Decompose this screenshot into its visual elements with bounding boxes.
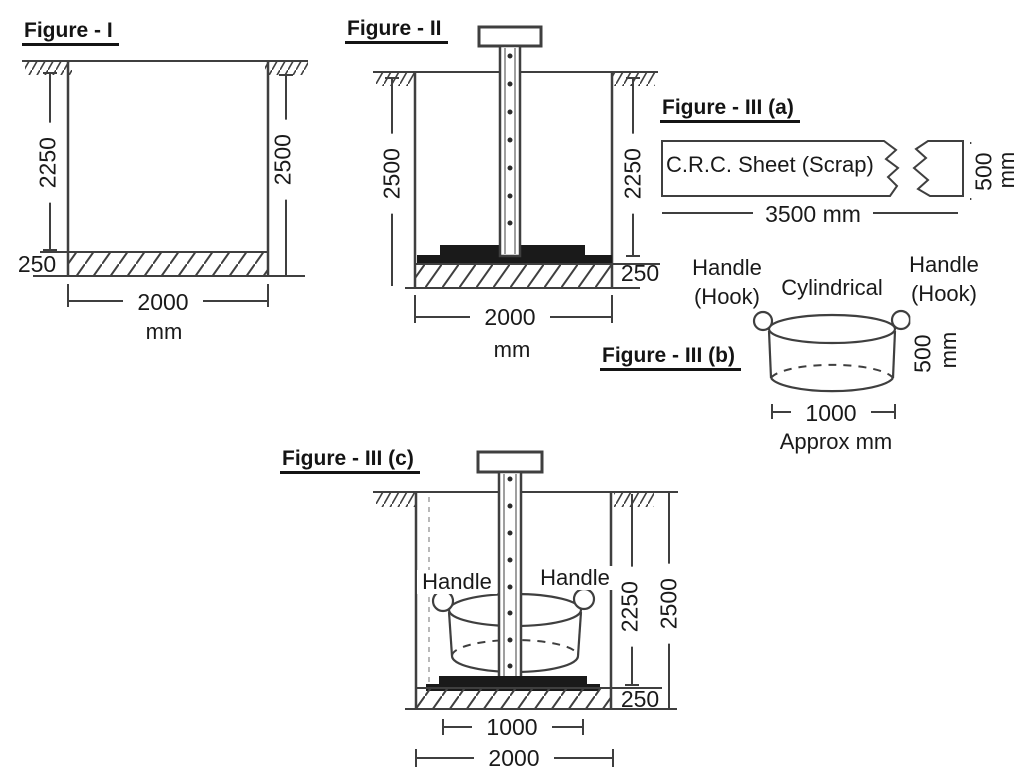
figure-3c-dim-inner-depth: 2250 [616, 566, 643, 647]
base-plate-icon [439, 676, 587, 687]
figure-3b-dim-height-unit: mm [935, 331, 961, 369]
mast-icon [476, 450, 544, 689]
figure-1-dim-base-thickness: 250 [17, 251, 57, 277]
figure-3a-sheet-drawing [661, 140, 984, 214]
handle-hook-icon [890, 309, 912, 331]
sheet-broken-piece-icon [912, 140, 964, 197]
figure-1-title: Figure - I [22, 19, 119, 47]
figure-3b-dim-height: 500 [909, 313, 936, 394]
base-plate-icon [417, 255, 612, 264]
handle-left-line2: (Hook) [693, 284, 760, 309]
figure-3b-container-drawing [752, 309, 929, 419]
figure-1-dim-left-depth: 2250 [34, 122, 61, 203]
figure-3c-dim-container-width: 1000 [472, 714, 552, 741]
figure-1-dim-right-depth: 2500 [269, 119, 296, 200]
figure-2-dim-base-thickness: 250 [620, 260, 660, 286]
figure-3b-handle-left-label: Handle (Hook) [684, 253, 770, 311]
ground-hatch-icon [265, 62, 308, 75]
figure-1-dim-width-unit: mm [145, 319, 183, 344]
base-layer-hatch-icon [415, 687, 612, 710]
handle-left-line1: Handle [692, 255, 762, 280]
ground-hatch-icon [25, 62, 72, 75]
figure-3b-title: Figure - III (b) [600, 344, 741, 372]
figure-3c-handle-right-label: Handle [535, 565, 615, 591]
ground-hatch-icon [376, 493, 416, 507]
figure-1-dim-width: 2000 [123, 289, 203, 316]
ground-hatch-icon [614, 493, 654, 507]
figure-3a-dim-length: 3500 mm [753, 201, 873, 228]
figure-3c-dim-pit-width: 2000 [474, 745, 554, 772]
figure-3c-assembly-drawing [373, 450, 678, 767]
base-layer-hatch-icon [414, 263, 613, 289]
figure-2-dim-left-depth: 2500 [378, 133, 405, 214]
figure-3a-sheet-label: C.R.C. Sheet (Scrap) [666, 152, 874, 177]
figure-2-title: Figure - II [345, 17, 448, 45]
figure-3a-title: Figure - III (a) [660, 96, 800, 124]
figure-3a-dim-height-unit: mm [993, 151, 1019, 189]
figure-3b-dim-diameter-unit: Approx mm [779, 429, 893, 454]
handle-hook-icon [752, 310, 774, 332]
handle-right-line1: Handle [909, 252, 979, 277]
figure-1-pit-drawing [22, 60, 308, 307]
handle-right-line2: (Hook) [910, 281, 977, 306]
handle-hook-icon [572, 587, 596, 611]
figure-3b-handle-right-label: Handle (Hook) [900, 250, 988, 308]
figure-3b-body-label: Cylindrical [781, 275, 883, 300]
figure-3a-dim-height: 500 [970, 131, 997, 212]
figure-3c-handle-left-label: Handle [417, 569, 497, 595]
mast-icon [477, 25, 543, 258]
figure-3b-dim-diameter: 1000 [791, 400, 871, 427]
figure-2-dim-width: 2000 [470, 304, 550, 331]
figure-2-pit-mast-drawing [373, 25, 660, 323]
figure-2-dim-width-unit: mm [493, 337, 531, 362]
sheet-icon [661, 140, 900, 197]
figure-2-dim-right-depth: 2250 [619, 133, 646, 214]
ground-hatch-icon [376, 73, 414, 86]
base-layer-hatch-icon [67, 251, 269, 277]
figure-3c-dim-outer-depth: 2500 [655, 563, 682, 644]
figure-3c-dim-base-thickness: 250 [620, 686, 660, 712]
figure-3c-title: Figure - III (c) [280, 447, 420, 475]
